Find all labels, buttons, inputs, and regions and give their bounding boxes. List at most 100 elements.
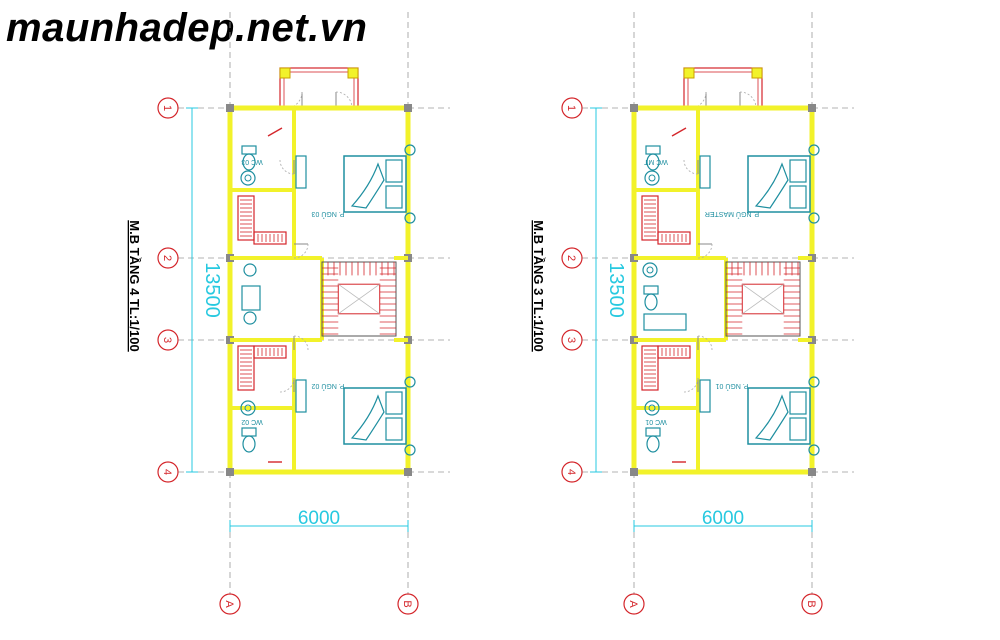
sink-icon	[644, 400, 660, 416]
structural-column	[226, 104, 234, 112]
balcony	[279, 67, 359, 109]
grid-bubble-row-circle	[561, 329, 583, 351]
grid-bubble-row-label: 1	[565, 105, 577, 111]
door-swing	[689, 91, 707, 109]
wardrobe-icon	[237, 195, 255, 241]
toilet-tank	[241, 145, 257, 155]
door-swing	[697, 243, 713, 259]
toilet-bowl	[646, 435, 660, 453]
room-label-bedroom: P. NGỦ 01	[715, 382, 748, 391]
door-arc	[335, 91, 353, 109]
grid-bubble-row-circle	[561, 97, 583, 119]
desk-icon	[295, 155, 307, 189]
toilet-icon	[241, 145, 257, 171]
nightstand-lamp	[808, 376, 820, 388]
toilet-tank	[643, 285, 659, 295]
wardrobe-outline	[253, 345, 287, 359]
balcony-rail-inner	[687, 71, 759, 109]
stair-well	[741, 283, 785, 315]
sink-drain	[646, 266, 654, 274]
watermark-text: maunhadep.net.vn	[6, 6, 368, 50]
column	[683, 67, 695, 79]
grid-bubble-row-label: 3	[161, 337, 173, 343]
sink-bowl	[644, 170, 660, 186]
structural-column	[630, 104, 638, 112]
door-arc	[279, 377, 295, 393]
bed-frame	[747, 387, 811, 445]
toilet-tank	[645, 145, 661, 155]
balcony-rail	[683, 67, 763, 109]
exterior-wall	[227, 105, 411, 475]
wardrobe-outline	[641, 345, 659, 391]
blanket-fold	[350, 394, 385, 441]
grid-bubble-row-label: 2	[161, 255, 173, 261]
grid-bubble-col-circle	[623, 593, 645, 615]
nightstand-lamp	[404, 376, 416, 388]
door-swing	[279, 159, 295, 175]
door-arc	[683, 377, 699, 393]
door-arc	[697, 335, 713, 351]
door-arc	[293, 335, 309, 351]
structural-column	[404, 468, 412, 476]
room-label-wc: WC 02	[241, 418, 263, 425]
pillow	[385, 417, 403, 441]
grid-bubble-col-label: B	[805, 600, 817, 607]
door-swing	[293, 335, 309, 351]
door-arc	[279, 159, 295, 175]
door-mark	[267, 127, 283, 137]
column	[347, 67, 359, 79]
toilet-icon	[645, 427, 661, 453]
pillow	[789, 159, 807, 183]
bed-icon	[747, 376, 820, 456]
staircase	[321, 261, 397, 337]
pillow	[789, 417, 807, 441]
room-label-bedroom: P. NGỦ MASTER	[705, 210, 759, 219]
toilet-tank	[241, 427, 257, 437]
door-arc	[683, 159, 699, 175]
dimension-width: 6000	[229, 508, 409, 532]
grid-bubble-col-label: A	[223, 600, 235, 608]
grid-bubble-row-circle	[157, 461, 179, 483]
pillow	[789, 391, 807, 415]
wardrobe-outline	[657, 345, 691, 359]
wardrobe-icon	[237, 345, 255, 391]
balcony-rail	[279, 67, 359, 109]
wardrobe-icon	[657, 345, 691, 359]
chair-icon	[243, 263, 257, 277]
stair-outline	[725, 261, 801, 337]
desk-icon	[699, 379, 711, 413]
wardrobe-icon	[641, 195, 659, 241]
bed-icon	[343, 376, 416, 456]
door-swing	[683, 377, 699, 393]
sink-icon	[644, 170, 660, 186]
bed-frame	[343, 387, 407, 445]
door-arc	[293, 243, 309, 259]
sink-bowl	[644, 400, 660, 416]
sink-drain	[648, 174, 656, 182]
sink-icon	[642, 262, 658, 278]
bed-frame	[747, 155, 811, 213]
door-swing	[285, 91, 303, 109]
grid-bubble-col-circle	[219, 593, 241, 615]
desk-icon	[699, 155, 711, 189]
bed-icon	[343, 144, 416, 224]
wardrobe-icon	[657, 231, 691, 245]
bed-frame	[343, 155, 407, 213]
grid-bubble-row-circle	[561, 247, 583, 269]
column	[751, 67, 763, 79]
door-swing	[739, 91, 757, 109]
pillow	[385, 159, 403, 183]
grid-bubble-row-label: 4	[161, 469, 173, 475]
nightstand-lamp	[808, 144, 820, 156]
structural-column	[404, 104, 412, 112]
stair-outline	[321, 261, 397, 337]
blanket-fold	[754, 394, 789, 441]
grid-bubble-col-label: A	[627, 600, 639, 608]
door-swing	[279, 377, 295, 393]
plan-title: M.B TẦNG 4 TL:1/100	[127, 220, 142, 351]
door-swing	[697, 335, 713, 351]
grid-bubble-col-circle	[397, 593, 419, 615]
